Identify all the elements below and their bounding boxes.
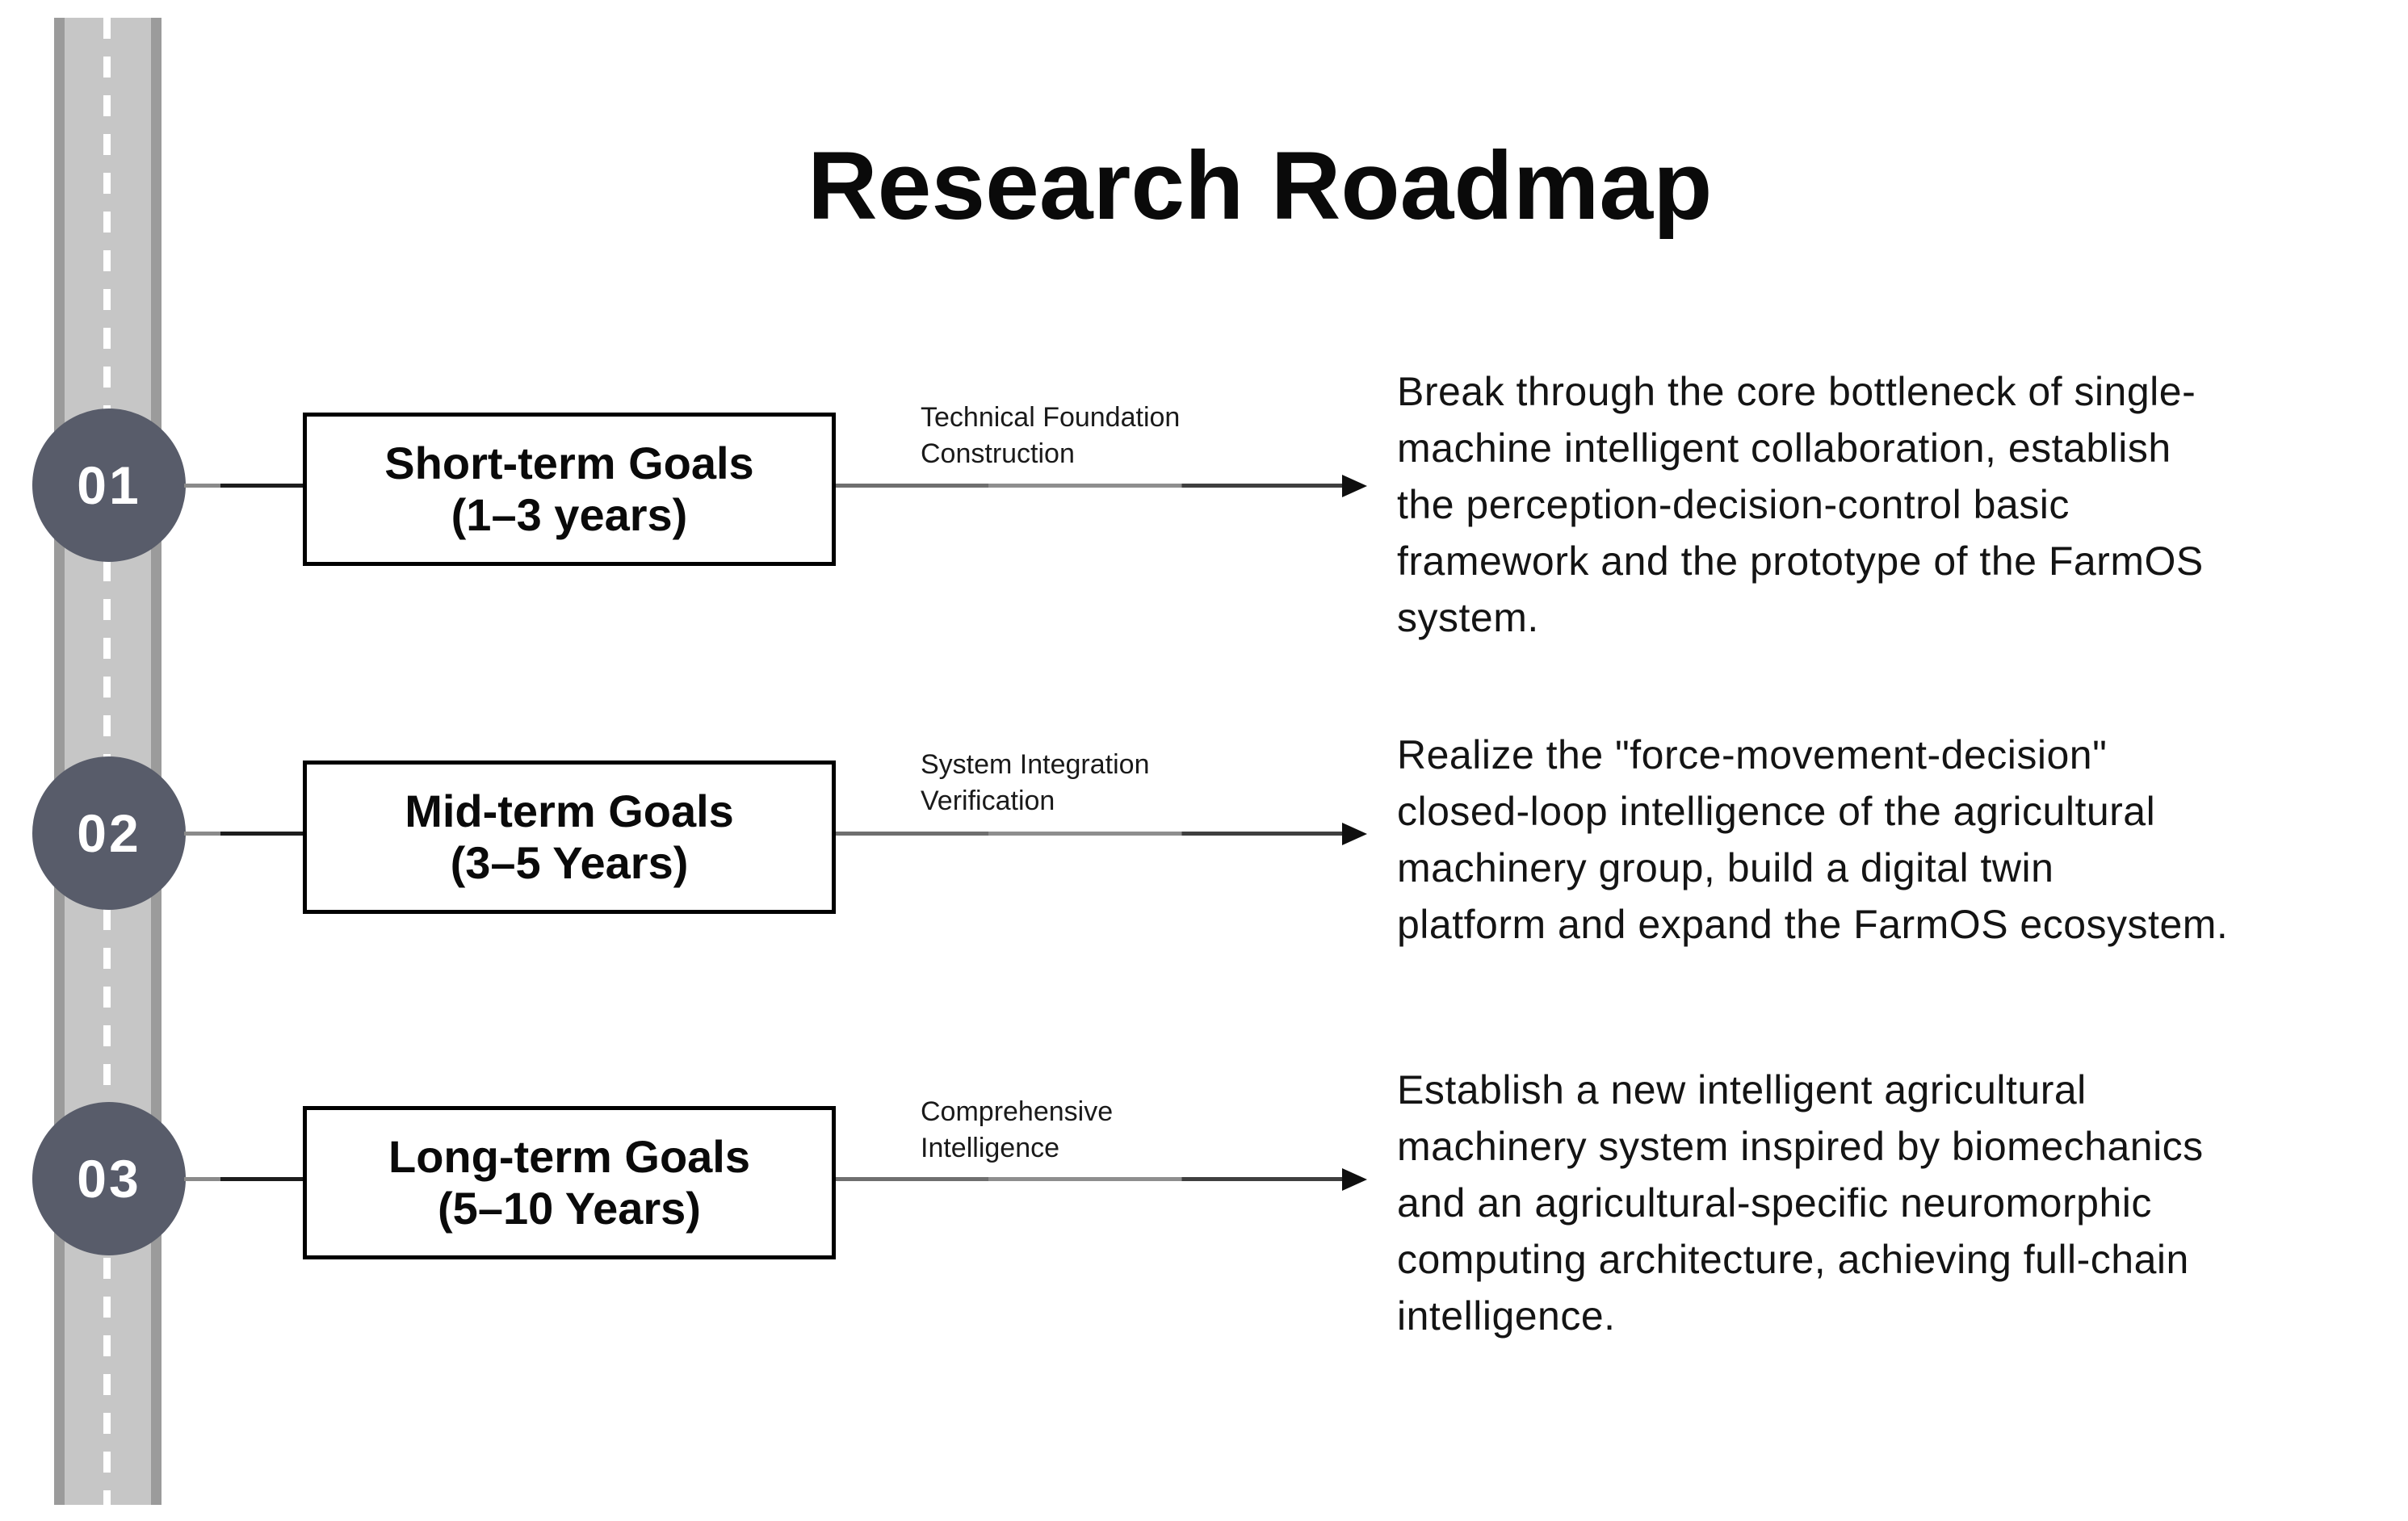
milestone-1-goal-title: Short-term Goals bbox=[384, 438, 754, 488]
milestone-1-arrow-label: Technical Foundation Construction bbox=[921, 402, 1181, 469]
milestone-2-goal-period: (3–5 Years) bbox=[450, 837, 689, 888]
milestone-3-goal-period: (5–10 Years) bbox=[438, 1183, 701, 1234]
milestone-1-number: 01 bbox=[77, 455, 141, 515]
milestone-2-goal-title: Mid-term Goals bbox=[405, 786, 734, 836]
milestone-2-goal-box: Mid-term Goals (3–5 Years) bbox=[303, 760, 836, 914]
milestone-1-arrow-line bbox=[836, 484, 1345, 488]
milestone-2-description: Realize the "force-movement-decision" cl… bbox=[1397, 732, 2229, 947]
milestone-2-connector-line bbox=[184, 832, 303, 836]
milestone-3-goal-box: Long-term Goals (5–10 Years) bbox=[303, 1106, 836, 1259]
milestone-2-arrow-right-icon bbox=[1342, 823, 1367, 845]
milestone-3-arrow-right-icon bbox=[1342, 1168, 1367, 1191]
milestone-3-arrow-line bbox=[836, 1177, 1345, 1181]
milestone-2-number-badge: 02 bbox=[32, 756, 186, 910]
page-title: Research Roadmap bbox=[808, 132, 1713, 240]
milestone-1-arrow-right-icon bbox=[1342, 475, 1367, 497]
milestone-3-goal-title: Long-term Goals bbox=[388, 1131, 751, 1182]
milestone-3-connector-line bbox=[184, 1177, 303, 1181]
milestone-2-number: 02 bbox=[77, 803, 141, 863]
milestone-2-arrow-label: System Integration Verification bbox=[921, 749, 1150, 816]
milestone-1-connector-line bbox=[184, 484, 303, 488]
milestone-1-number-badge: 01 bbox=[32, 409, 186, 562]
milestone-1-description: Break through the core bottleneck of sin… bbox=[1397, 369, 2204, 640]
milestone-3-description: Establish a new intelligent agricultural… bbox=[1397, 1067, 2204, 1339]
milestone-3-number: 03 bbox=[77, 1149, 141, 1209]
milestone-2-arrow-line bbox=[836, 832, 1345, 836]
milestone-1-goal-period: (1–3 years) bbox=[451, 489, 688, 540]
milestone-3-number-badge: 03 bbox=[32, 1102, 186, 1255]
milestone-3-arrow-label: Comprehensive Intelligence bbox=[921, 1096, 1114, 1163]
milestone-1-goal-box: Short-term Goals (1–3 years) bbox=[303, 413, 836, 566]
